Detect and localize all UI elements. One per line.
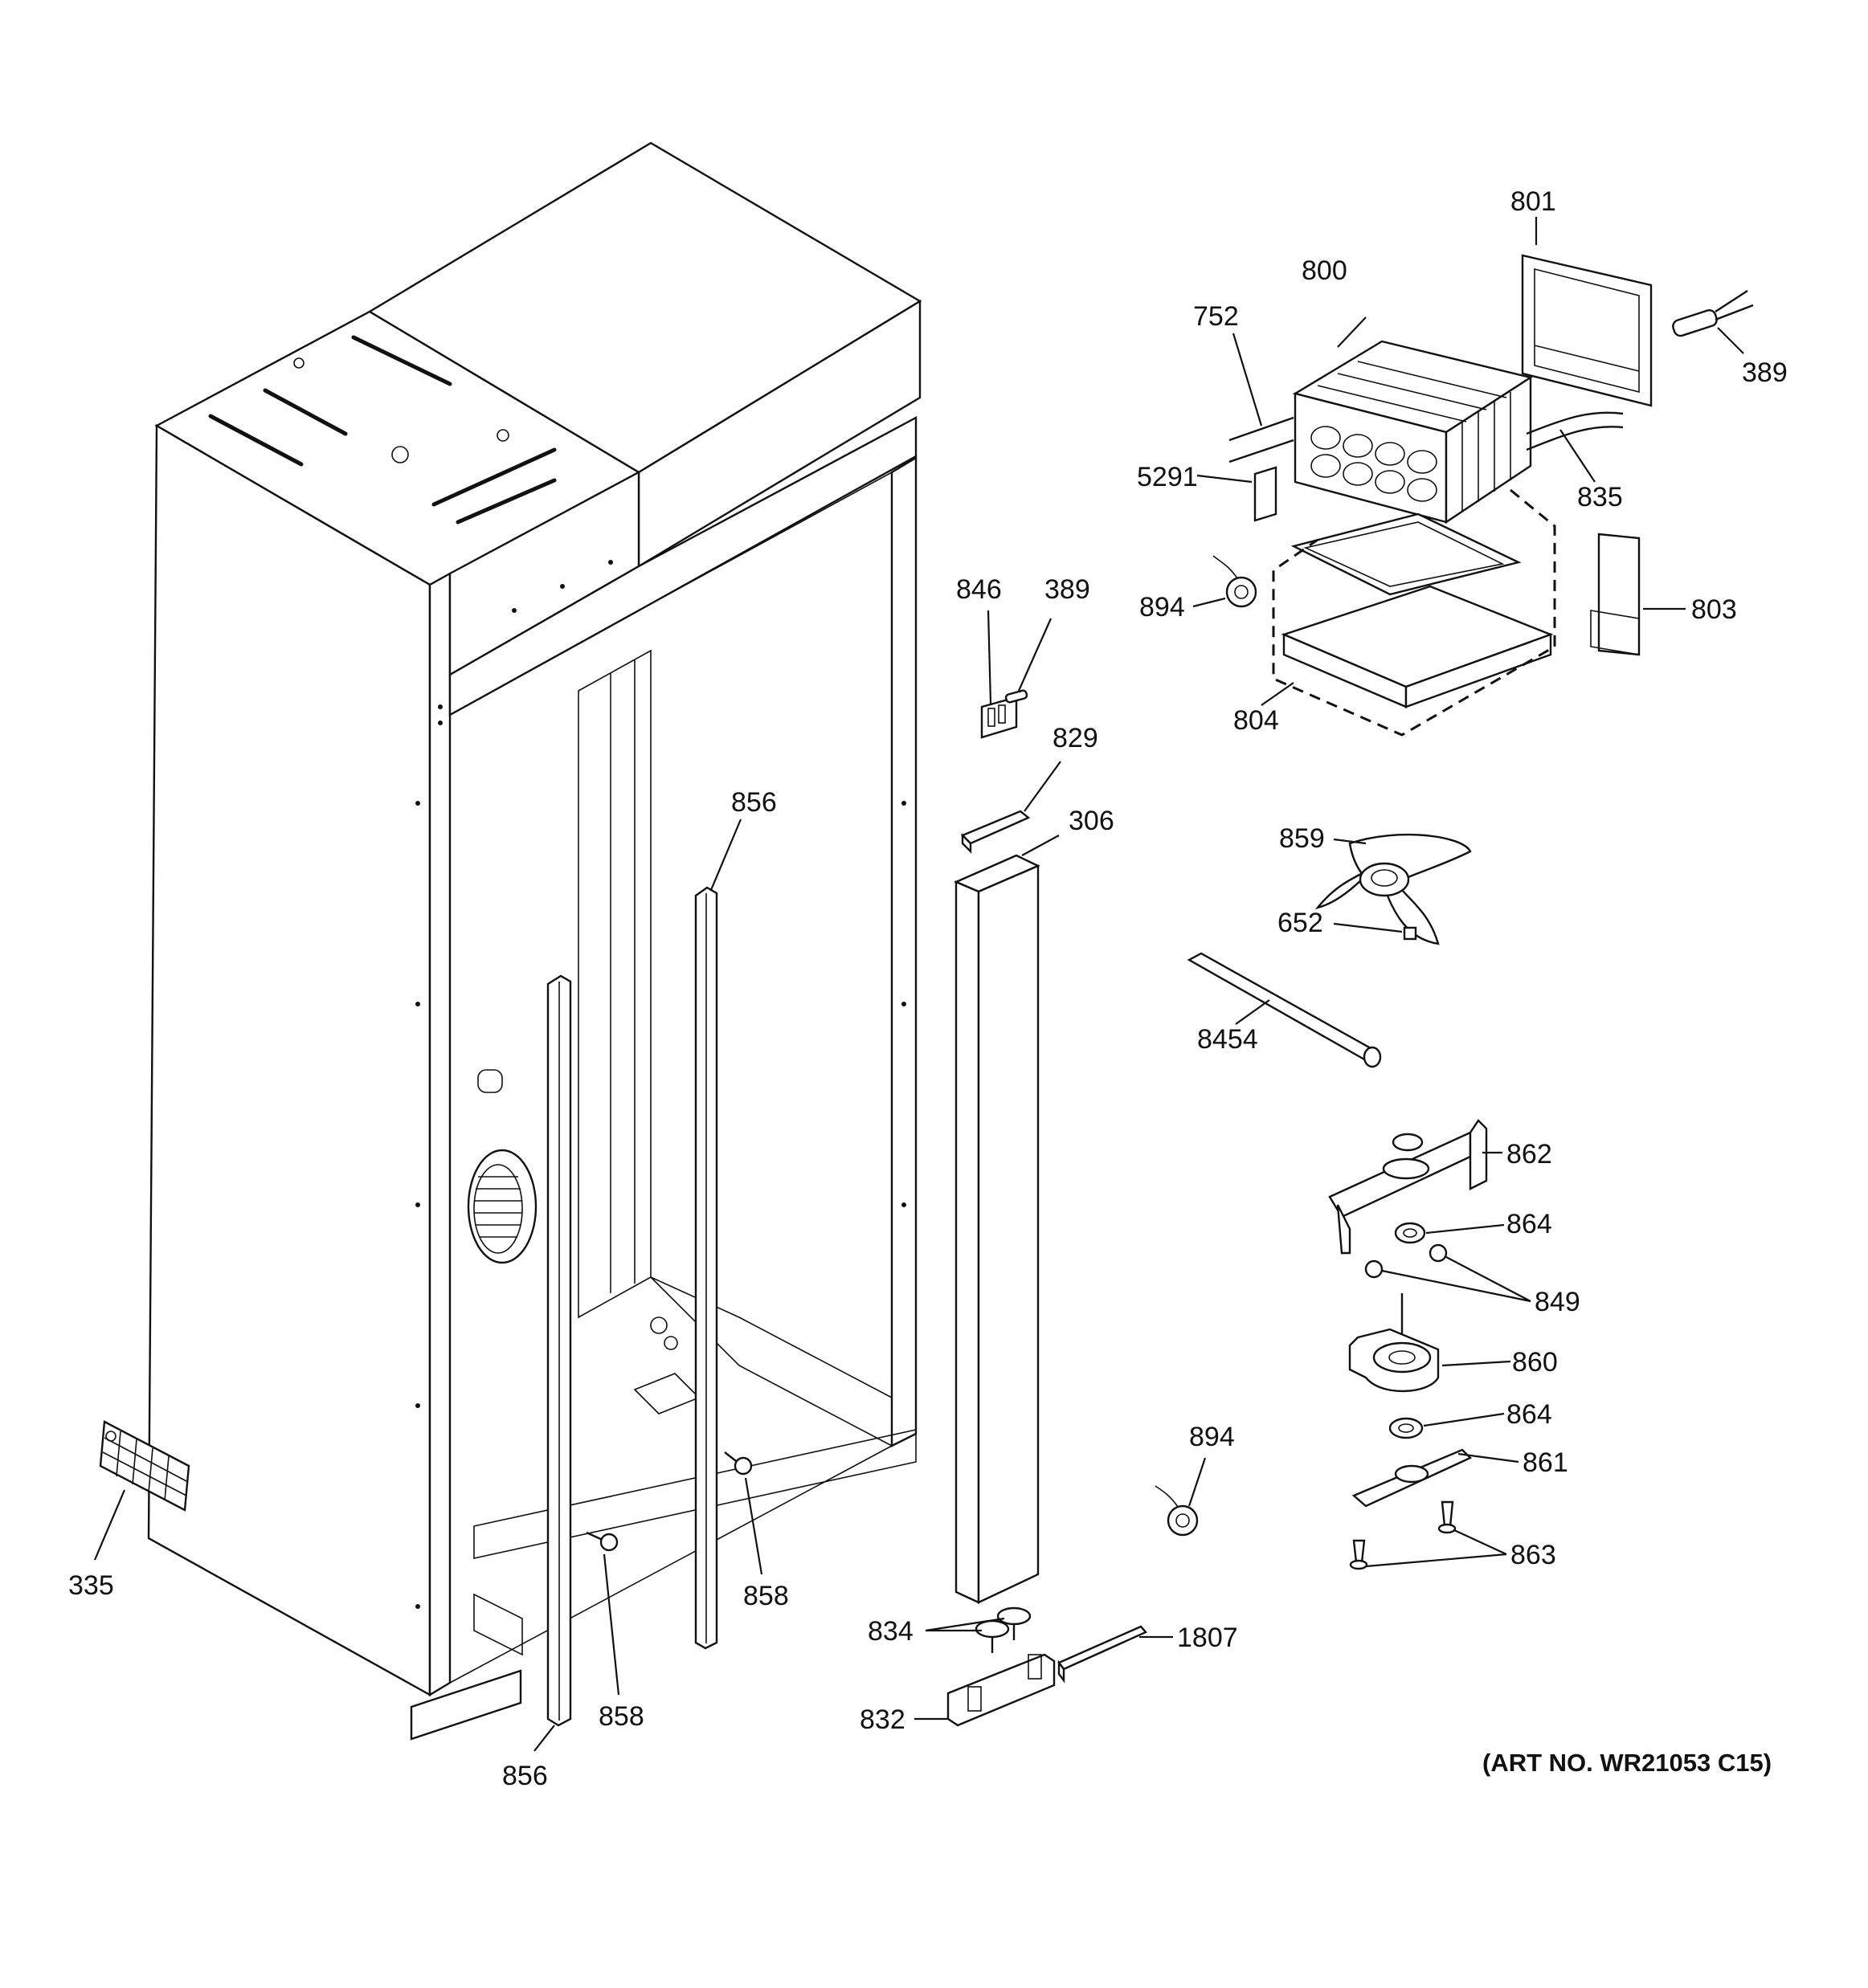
label-856-lower: 856 bbox=[502, 1761, 548, 1791]
label-858-left: 858 bbox=[599, 1701, 644, 1732]
part-834-plugs bbox=[925, 1606, 1032, 1653]
part-864-grommet-lower bbox=[1388, 1412, 1505, 1439]
label-858-right: 858 bbox=[743, 1581, 789, 1611]
art-number: (ART NO. WR21053 C15) bbox=[1482, 1749, 1772, 1777]
part-803-bracket bbox=[1590, 533, 1686, 656]
part-1807-strip bbox=[1057, 1625, 1173, 1684]
part-862-motor-bracket bbox=[1328, 1119, 1502, 1255]
label-856-upper: 856 bbox=[731, 787, 777, 818]
part-652-nut bbox=[1333, 922, 1417, 941]
part-835-tube bbox=[1526, 411, 1624, 483]
label-335: 335 bbox=[68, 1570, 114, 1601]
label-862: 862 bbox=[1506, 1139, 1552, 1170]
label-863: 863 bbox=[1510, 1540, 1556, 1570]
part-864-grommet-upper bbox=[1394, 1222, 1505, 1244]
label-859: 859 bbox=[1279, 823, 1325, 854]
part-858-screw-right bbox=[724, 1451, 763, 1575]
label-849: 849 bbox=[1535, 1287, 1580, 1317]
label-894-lower: 894 bbox=[1189, 1422, 1235, 1452]
label-894-upper: 894 bbox=[1139, 592, 1185, 623]
label-835: 835 bbox=[1577, 482, 1623, 512]
part-858-screw-left bbox=[586, 1531, 620, 1696]
label-389: 389 bbox=[1742, 357, 1788, 388]
part-389-wire-nut-small bbox=[1004, 618, 1053, 704]
refrigerator-cabinet bbox=[147, 141, 922, 1741]
label-832: 832 bbox=[860, 1704, 905, 1735]
part-894-thermostat-upper bbox=[1192, 555, 1257, 608]
label-5291: 5291 bbox=[1137, 462, 1198, 492]
part-335-vent-grille bbox=[93, 1420, 190, 1561]
part-829-bracket bbox=[960, 761, 1061, 854]
label-846: 846 bbox=[956, 574, 1002, 605]
label-860: 860 bbox=[1512, 1347, 1558, 1378]
part-8454-tube bbox=[1187, 952, 1382, 1068]
label-861: 861 bbox=[1523, 1447, 1568, 1478]
part-306-mullion-panel bbox=[953, 835, 1060, 1604]
label-306: 306 bbox=[1069, 806, 1114, 836]
part-804-drain-pan-assembly bbox=[1261, 488, 1556, 737]
label-1807: 1807 bbox=[1177, 1623, 1238, 1653]
part-894-thermostat-lower bbox=[1155, 1457, 1207, 1537]
part-5291-clip bbox=[1196, 466, 1277, 522]
part-856-trim-strip-lower bbox=[533, 974, 572, 1752]
part-752-heater bbox=[1228, 333, 1294, 463]
label-752: 752 bbox=[1193, 301, 1239, 332]
part-856-trim-strip-upper bbox=[694, 818, 742, 1650]
part-863-screws bbox=[1349, 1500, 1507, 1570]
part-861-bracket bbox=[1351, 1448, 1519, 1508]
part-860-fan-motor bbox=[1348, 1293, 1511, 1393]
label-652: 652 bbox=[1277, 908, 1323, 938]
part-859-fan-blade bbox=[1314, 833, 1472, 945]
part-389-wire-nut bbox=[1672, 289, 1754, 354]
label-389-small: 389 bbox=[1044, 574, 1090, 605]
label-803: 803 bbox=[1691, 594, 1737, 625]
label-804: 804 bbox=[1233, 705, 1279, 736]
part-800-evaporator bbox=[1292, 316, 1533, 525]
label-864-lower: 864 bbox=[1506, 1399, 1552, 1430]
label-801: 801 bbox=[1510, 186, 1556, 217]
part-846-connector bbox=[980, 610, 1018, 739]
label-834: 834 bbox=[868, 1616, 914, 1647]
part-832-hinge-bracket bbox=[914, 1653, 1056, 1727]
part-801-cover bbox=[1521, 217, 1653, 407]
part-849-grommets bbox=[1364, 1243, 1531, 1303]
label-800: 800 bbox=[1302, 255, 1347, 286]
label-8454: 8454 bbox=[1197, 1024, 1258, 1055]
label-864-upper: 864 bbox=[1506, 1209, 1552, 1239]
label-829: 829 bbox=[1053, 723, 1098, 753]
